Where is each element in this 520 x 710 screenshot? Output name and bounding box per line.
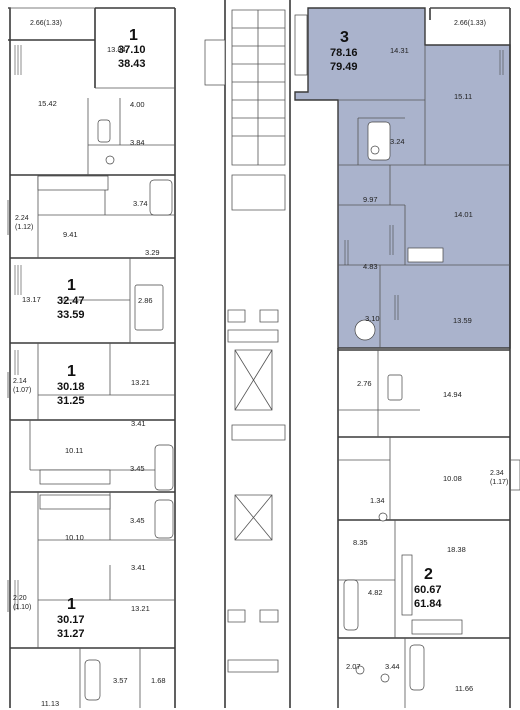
elevator-shafts: [234, 349, 273, 541]
svg-text:13.21: 13.21: [131, 378, 150, 387]
svg-text:14.94: 14.94: [443, 390, 462, 399]
svg-text:2.34: 2.34: [490, 470, 504, 477]
svg-text:3.84: 3.84: [130, 138, 145, 147]
svg-text:11.13: 11.13: [41, 699, 59, 708]
svg-text:3.44: 3.44: [385, 662, 400, 671]
svg-text:79.49: 79.49: [330, 61, 358, 73]
interior-walls-right: [337, 45, 510, 708]
svg-text:2.14: 2.14: [13, 378, 27, 385]
svg-text:4.83: 4.83: [363, 262, 378, 271]
svg-text:3.41: 3.41: [131, 563, 146, 572]
svg-text:1: 1: [67, 596, 76, 613]
svg-text:1: 1: [67, 277, 76, 294]
svg-text:2.20: 2.20: [13, 595, 27, 602]
svg-text:30.18: 30.18: [57, 381, 85, 393]
interior-walls-left: [9, 87, 175, 708]
svg-text:2.66(1.33): 2.66(1.33): [454, 20, 486, 27]
stair-core: [231, 9, 286, 166]
unit-separators-left: [10, 174, 175, 649]
svg-text:30.17: 30.17: [57, 614, 85, 626]
svg-text:3.45: 3.45: [130, 464, 145, 473]
svg-text:2.76: 2.76: [357, 379, 372, 388]
highlighted-unit-3room[interactable]: [294, 7, 511, 349]
svg-text:3.45: 3.45: [130, 516, 145, 525]
svg-text:(1.07): (1.07): [13, 387, 31, 394]
svg-text:9.97: 9.97: [363, 195, 378, 204]
svg-text:31.27: 31.27: [57, 628, 85, 640]
unit-label-3: 3 78.16 79.49: [330, 29, 358, 73]
svg-text:3.10: 3.10: [365, 314, 380, 323]
svg-text:14.31: 14.31: [390, 46, 409, 55]
svg-text:13.59: 13.59: [453, 316, 472, 325]
svg-text:61.84: 61.84: [414, 598, 442, 610]
svg-text:3.41: 3.41: [131, 419, 146, 428]
unit-label-1d: 1 30.17 31.27: [57, 596, 85, 640]
svg-text:(1.12): (1.12): [15, 224, 33, 231]
svg-text:10.10: 10.10: [65, 533, 84, 542]
svg-text:1.68: 1.68: [151, 676, 166, 685]
svg-text:4.82: 4.82: [368, 588, 383, 597]
svg-text:78.16: 78.16: [330, 47, 358, 59]
svg-text:13.17: 13.17: [22, 295, 41, 304]
svg-text:(1.17): (1.17): [490, 479, 508, 486]
unit-label-1b: 1 32.47 33.59: [57, 277, 85, 321]
svg-text:37.10: 37.10: [118, 44, 146, 56]
svg-text:2.86: 2.86: [138, 296, 153, 305]
svg-text:2: 2: [424, 566, 433, 583]
unit-label-1a: 1 37.10 38.43: [118, 27, 146, 70]
svg-text:13.21: 13.21: [131, 604, 150, 613]
svg-text:3.24: 3.24: [390, 137, 405, 146]
unit-label-1c: 1 30.18 31.25: [57, 363, 85, 407]
room-area-labels: 13.84 15.42 4.00 3.84 3.74 9.41 3.29 13.…: [22, 45, 473, 708]
svg-text:4.00: 4.00: [130, 100, 145, 109]
kitchen-counters: [37, 14, 463, 635]
bathroom-fixtures: [84, 119, 425, 701]
svg-text:1.34: 1.34: [370, 496, 385, 505]
unit-label-2: 2 60.67 61.84: [414, 566, 442, 610]
svg-text:(1.10): (1.10): [13, 604, 31, 611]
svg-text:3.57: 3.57: [113, 676, 128, 685]
svg-text:1: 1: [129, 27, 138, 44]
svg-text:11.66: 11.66: [455, 684, 473, 693]
svg-text:13.84: 13.84: [107, 45, 126, 54]
svg-text:3: 3: [340, 29, 349, 46]
svg-text:18.38: 18.38: [447, 545, 466, 554]
svg-text:8.35: 8.35: [353, 538, 368, 547]
svg-text:14.01: 14.01: [454, 210, 473, 219]
unit-separators-right: [338, 349, 510, 639]
svg-text:32.47: 32.47: [57, 295, 85, 307]
svg-text:3.74: 3.74: [133, 199, 148, 208]
svg-text:15.11: 15.11: [454, 92, 472, 101]
svg-text:10.11: 10.11: [65, 446, 83, 455]
wardrobe-hatching: [14, 45, 504, 610]
svg-text:9.41: 9.41: [63, 230, 78, 239]
svg-text:60.67: 60.67: [414, 584, 442, 596]
svg-text:2.66(1.33): 2.66(1.33): [30, 20, 62, 27]
corridor-features: [227, 174, 286, 673]
svg-text:3.29: 3.29: [145, 248, 160, 257]
svg-text:33.59: 33.59: [57, 309, 85, 321]
svg-text:1: 1: [67, 363, 76, 380]
svg-text:10.08: 10.08: [443, 474, 462, 483]
svg-text:38.43: 38.43: [118, 58, 146, 70]
svg-text:2.24: 2.24: [15, 215, 29, 222]
loggia-labels: 2.66(1.33) 2.66(1.33) 2.24 (1.12) 2.14 (…: [13, 20, 508, 611]
svg-text:31.25: 31.25: [57, 395, 85, 407]
balconies: [7, 7, 520, 612]
svg-text:15.42: 15.42: [38, 99, 57, 108]
svg-text:2.07: 2.07: [346, 662, 361, 671]
